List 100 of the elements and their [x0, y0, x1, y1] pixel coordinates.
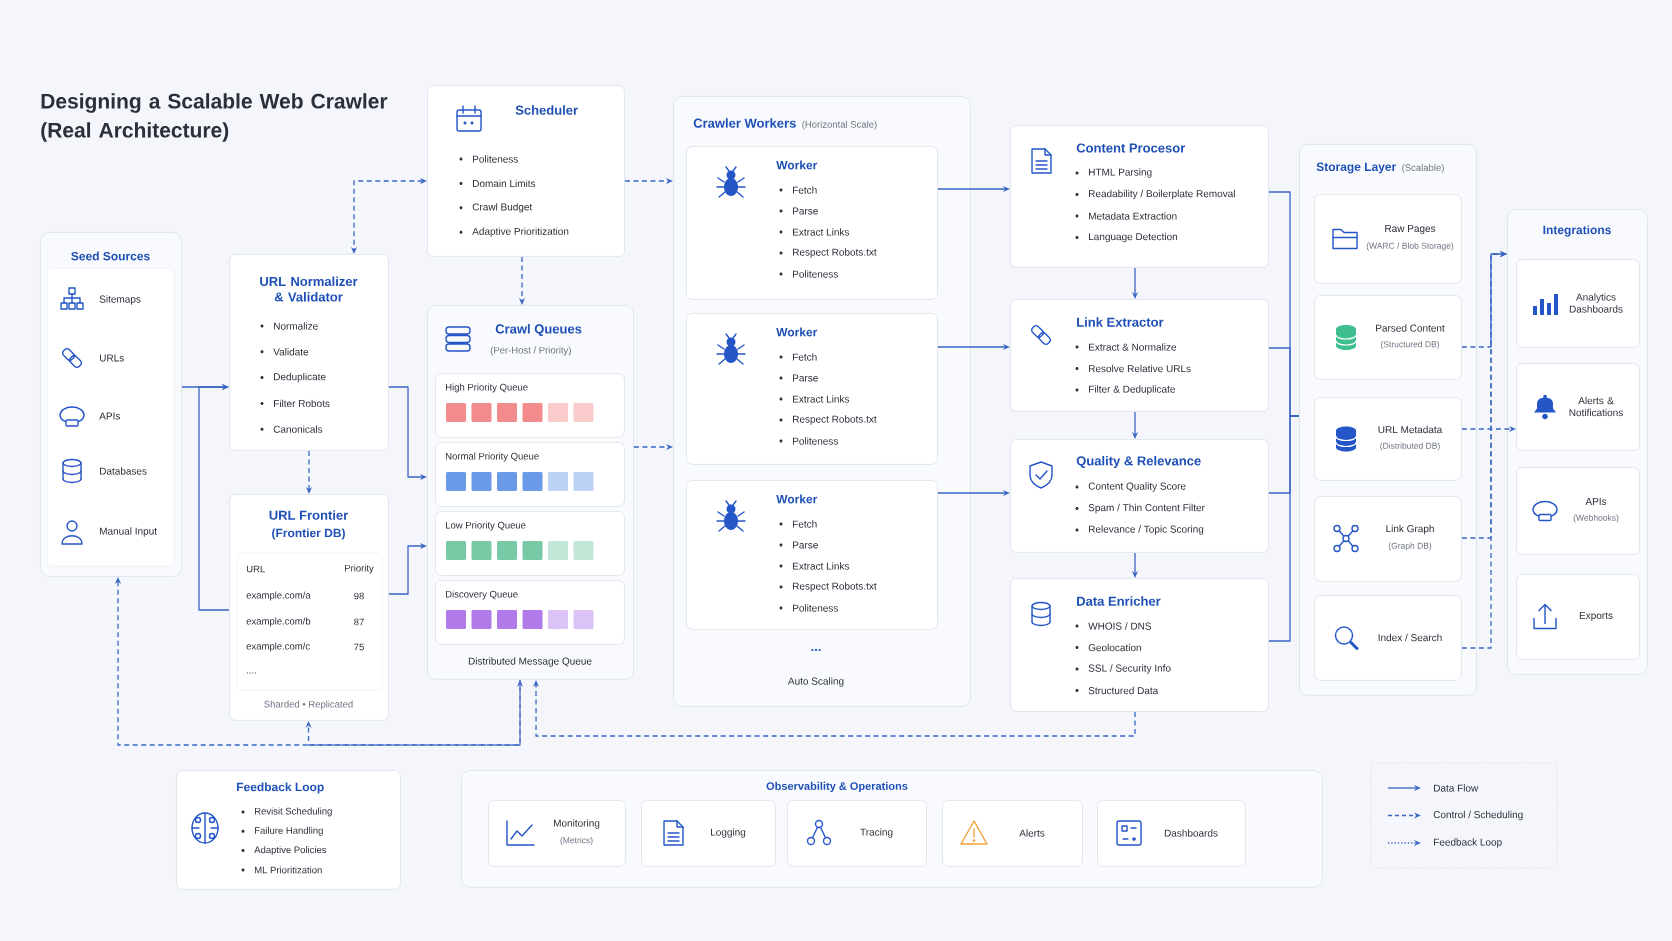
arrow — [305, 679, 521, 746]
item-label: Link Graph — [1386, 524, 1434, 535]
item-sublabel: (WARC / Blob Storage) — [1366, 242, 1454, 251]
table-cell: URL — [246, 565, 265, 573]
legend-item: Control / Scheduling — [1387, 810, 1523, 821]
bullet-item: Domain Limits — [459, 179, 536, 188]
bullet-item: Politeness — [779, 604, 838, 612]
bullet-item: Parse — [779, 207, 818, 215]
bullet-item: Language Detection — [1075, 232, 1178, 243]
subheading: (Per-Host / Priority) — [490, 346, 571, 356]
bullet-item: Politeness — [779, 437, 838, 445]
card-heading: Scheduler — [515, 105, 578, 115]
bullet-item: Filter Robots — [260, 399, 330, 408]
source-label: Databases — [100, 467, 147, 475]
ellipsis: ... — [811, 649, 821, 651]
item-label: Tracing — [860, 828, 893, 838]
item-label: APIs — [1585, 498, 1607, 505]
title: Designing a Scalable Web Crawler (Real Architecture) — [41, 93, 388, 142]
bullet-item: Fetch — [779, 520, 817, 528]
arrow — [1461, 250, 1507, 649]
footer-note: Distributed Message Queue — [468, 657, 592, 667]
item-label: Logging — [711, 828, 746, 838]
item-label: Analytics Dashboards — [1569, 293, 1623, 313]
bullet-item: Fetch — [779, 353, 817, 361]
item-sublabel: (Graph DB) — [1388, 542, 1432, 551]
item-label: Raw Pages — [1385, 225, 1436, 234]
card-heading: Seed Sources — [71, 251, 150, 261]
card-heading: Link Extractor — [1077, 317, 1164, 327]
bullet-item: Readability / Boilerplate Removal — [1075, 189, 1235, 200]
card-heading: Worker — [776, 494, 818, 504]
bullet-item: Deduplicate — [260, 372, 326, 383]
queue-title: Low Priority Queue — [446, 521, 526, 531]
card-subheading: (Frontier DB) — [272, 528, 345, 540]
bullet-item: Politeness — [779, 270, 838, 278]
table-cell: .... — [247, 672, 256, 674]
subheading: (Scalable) — [1402, 164, 1444, 173]
bullet-item: Validate — [260, 348, 309, 356]
bullet-item: Failure Handling — [241, 826, 323, 836]
bullet-item: SSL / Security Info — [1075, 664, 1171, 674]
bullet-item: Normalize — [260, 322, 318, 330]
bullet-item: Respect Robots.txt — [779, 415, 877, 425]
item-sublabel: (Distributed DB) — [1380, 442, 1440, 451]
bullet-item: Adaptive Prioritization — [459, 227, 569, 237]
item-label: Exports — [1579, 612, 1613, 621]
card-heading: Content Procesor — [1076, 143, 1186, 153]
bullet-item: Canonicals — [260, 425, 323, 433]
bullet-item: HTML Parsing — [1075, 168, 1152, 178]
bullet-item: Politeness — [459, 155, 518, 163]
bullet-item: Extract Links — [779, 562, 850, 570]
bullet-item: Fetch — [779, 186, 817, 194]
table-cell: example.com/b — [246, 617, 311, 627]
bullet-item: Respect Robots.txt — [779, 248, 877, 258]
card-heading: Quality & Relevance — [1076, 455, 1201, 469]
bullet-item: Adaptive Policies — [241, 846, 327, 856]
card-heading: Data Enricher — [1077, 596, 1161, 606]
bullet-item: Crawl Budget — [459, 203, 533, 213]
item-label: Monitoring — [554, 819, 600, 829]
source-label: Sitemaps — [99, 295, 141, 305]
bullet-item: Resolve Relative URLs — [1075, 364, 1191, 373]
bullet-item: Parse — [779, 374, 818, 382]
queue-title: High Priority Queue — [446, 383, 528, 393]
source-label: Manual Input — [100, 527, 157, 537]
queue-title: Discovery Queue — [446, 590, 518, 600]
bullet-item: Structured Data — [1075, 686, 1159, 695]
item-label: Parsed Content — [1376, 324, 1445, 332]
bullet-item: Filter & Deduplicate — [1075, 385, 1175, 395]
item-label: Dashboards — [1164, 829, 1218, 837]
arrow — [198, 383, 230, 611]
bullet-item: Metadata Extraction — [1075, 212, 1177, 220]
bullet-item: Geolocation — [1075, 643, 1141, 652]
item-sublabel: (Webhooks) — [1573, 514, 1619, 523]
footer-note: Auto Scaling — [787, 677, 844, 687]
bullet-item: WHOIS / DNS — [1075, 622, 1152, 630]
item-sublabel: (Structured DB) — [1381, 341, 1439, 349]
table-cell: 87 — [354, 618, 364, 626]
bullet-item: Respect Robots.txt — [779, 582, 877, 592]
item-label: URL Metadata — [1378, 425, 1443, 434]
subheading: (Horizontal Scale) — [802, 120, 877, 130]
card-heading: URL Normalizer & Validator — [260, 276, 358, 302]
card-heading: Worker — [776, 327, 818, 337]
table-cell: 98 — [354, 592, 364, 600]
queue-title: Normal Priority Queue — [446, 452, 539, 462]
bullet-item: Relevance / Topic Scoring — [1075, 525, 1204, 535]
arrow — [388, 542, 427, 595]
table-cell: example.com/a — [246, 591, 311, 601]
table-cell: example.com/c — [246, 642, 310, 652]
item-label: Alerts & Notifications — [1569, 396, 1623, 417]
source-label: APIs — [99, 412, 120, 420]
card-heading: Crawl Queues — [495, 324, 582, 336]
bullet-item: Extract & Normalize — [1075, 343, 1177, 351]
item-sublabel: (Metrics) — [560, 837, 593, 845]
legend-item: Data Flow — [1387, 784, 1479, 792]
source-label: URLs — [100, 354, 124, 362]
item-label: Index / Search — [1378, 633, 1442, 642]
legend-item: Feedback Loop — [1387, 838, 1502, 848]
table-cell: Priority — [345, 564, 374, 574]
bullet-item: Extract Links — [779, 228, 850, 236]
card-heading: Integrations — [1543, 225, 1611, 237]
card-heading: Worker — [776, 160, 818, 170]
bullet-item: Parse — [779, 541, 818, 549]
